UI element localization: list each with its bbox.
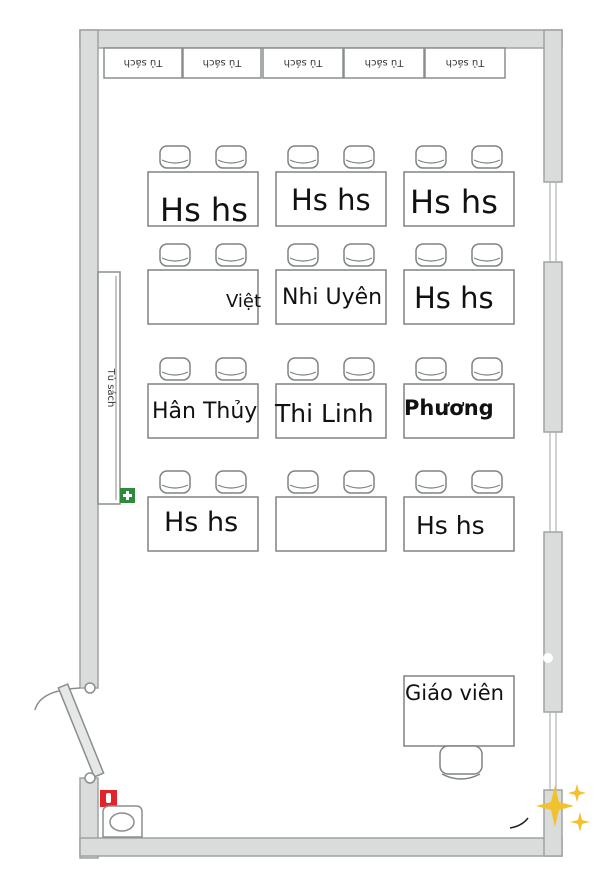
desk-r1c1 [147, 171, 259, 227]
desk-r4c1 [147, 496, 259, 552]
chair [343, 243, 375, 267]
chair [415, 243, 447, 267]
chair [215, 243, 247, 267]
desk-label-r4c3: Hs hs [416, 511, 485, 540]
desk-r3c3 [403, 383, 515, 439]
desk-label-r4c1: Hs hs [164, 507, 239, 538]
bookcase [424, 47, 506, 79]
chair [471, 470, 503, 494]
sparkle-icon [536, 784, 590, 832]
door-swing-arc [34, 687, 81, 711]
chair [159, 145, 191, 169]
door-hinge [84, 772, 96, 784]
chair [215, 357, 247, 381]
desk-label-r3c3: Phương [404, 396, 494, 420]
chair [215, 145, 247, 169]
door-leaf [57, 683, 105, 778]
sink-icon [102, 805, 143, 838]
desk-label-r1c2: Hs hs [291, 183, 371, 217]
wall-left-upper [79, 29, 99, 689]
chair [215, 470, 247, 494]
desk-label-r2c2: Nhi Uyên [282, 285, 383, 310]
chair [287, 357, 319, 381]
bookcase [182, 47, 262, 79]
wall-right-1 [543, 29, 563, 183]
desk-label-r3c1: Hân Thủy [152, 399, 258, 424]
chairs-layer [159, 145, 503, 494]
chair [287, 145, 319, 169]
desk-label-r1c1: Hs hs [160, 191, 248, 229]
chair [159, 357, 191, 381]
bookcase [103, 47, 183, 79]
side-cabinet [97, 271, 121, 505]
bookcase-label: Tủ sách [365, 57, 405, 69]
student-desks [147, 171, 515, 552]
bookcase-label: Tủ sách [203, 57, 243, 69]
door-hinge [84, 682, 96, 694]
chair [159, 470, 191, 494]
wall-dot [543, 653, 553, 663]
teacher-desk [403, 675, 515, 747]
teacher-chair [439, 745, 483, 780]
first-aid-icon [120, 488, 135, 503]
desk-r4c3 [403, 496, 515, 552]
chair [471, 243, 503, 267]
wall-top [79, 29, 563, 49]
desk-label-r2c1: Việt [226, 291, 262, 312]
desk-r4c2 [275, 496, 387, 552]
chair [343, 145, 375, 169]
chair [159, 243, 191, 267]
wall-right-2 [543, 261, 563, 433]
chair [343, 470, 375, 494]
desk-label-r3c2: Thi Linh [275, 399, 374, 428]
fire-extinguisher-icon [100, 790, 117, 807]
bookcase-label: Tủ sách [446, 57, 486, 69]
door [34, 682, 105, 784]
desk-r1c2 [275, 171, 387, 227]
chair [471, 357, 503, 381]
wall-right-3 [543, 531, 563, 713]
desk-r3c2 [275, 383, 387, 439]
wall-bottom [79, 837, 563, 857]
corner-mark [509, 817, 529, 829]
desk-r1c3 [403, 171, 515, 227]
chair [415, 145, 447, 169]
desk-label-r1c3: Hs hs [410, 183, 498, 221]
chair [415, 357, 447, 381]
desk-r2c1 [147, 269, 259, 325]
desk-label-r2c3: Hs hs [414, 281, 494, 315]
side-cabinet-label: Tủ sách [105, 368, 117, 408]
chair [287, 243, 319, 267]
top-bookcases [103, 47, 506, 79]
chair [343, 357, 375, 381]
right-windows [549, 182, 557, 790]
teacher-desk-label: Giáo viên [405, 681, 504, 705]
bookcase [343, 47, 425, 79]
desk-r3c1 [147, 383, 259, 439]
chair [471, 145, 503, 169]
bookcase-label: Tủ sách [284, 57, 324, 69]
chair [287, 470, 319, 494]
bookcase [262, 47, 344, 79]
desk-r2c3 [403, 269, 515, 325]
chair [415, 470, 447, 494]
bookcase-label: Tủ sách [124, 57, 164, 69]
desk-r2c2 [275, 269, 387, 325]
